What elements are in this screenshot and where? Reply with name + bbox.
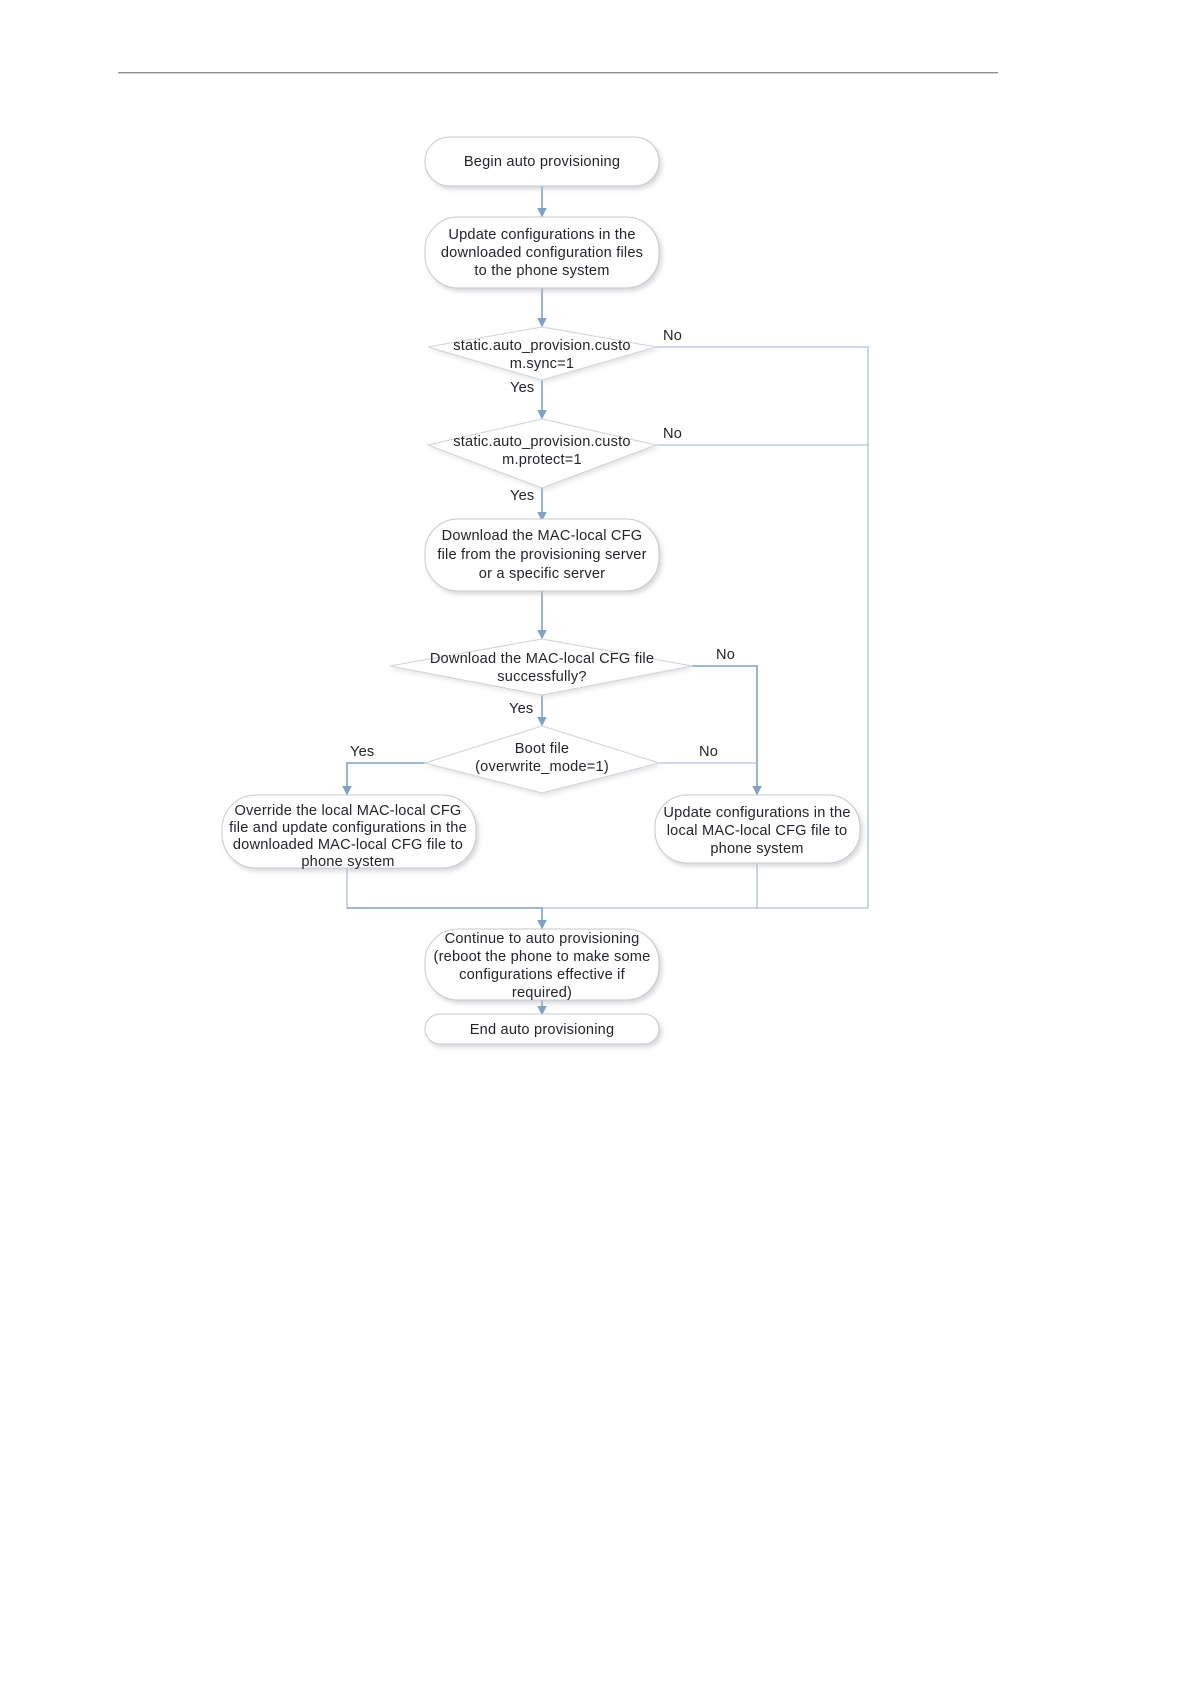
node-decision-sync-line1: static.auto_provision.custo <box>453 338 630 354</box>
node-update-local-cfg-line1: Update configurations in the <box>663 805 850 821</box>
node-end: End auto provisioning <box>424 1013 660 1045</box>
node-decision-sync-line2: m.sync=1 <box>510 356 574 372</box>
node-update-local-cfg: Update configurations in the local MAC-l… <box>654 794 861 864</box>
node-continue-provisioning-line2: (reboot the phone to make some <box>434 949 651 965</box>
header-divider <box>118 72 998 74</box>
node-update-configurations-shape <box>424 216 660 289</box>
edge-check-no <box>692 665 762 796</box>
node-override-local-cfg-shape <box>221 794 477 869</box>
node-begin: Begin auto provisioning <box>424 136 660 187</box>
connector-layer <box>342 186 869 1016</box>
node-decision-sync: static.auto_provision.custo m.sync=1 <box>427 326 657 381</box>
edge-label-protect-yes: Yes <box>510 488 534 504</box>
node-begin-line1: Begin auto provisioning <box>464 154 620 170</box>
node-continue-provisioning-shape <box>424 928 660 1001</box>
node-decision-boot-file: Boot file (overwrite_mode=1) <box>423 725 661 794</box>
edge-boot-yes <box>342 762 425 796</box>
node-continue-provisioning-line1: Continue to auto provisioning <box>445 931 640 947</box>
node-override-local-cfg-line3: downloaded MAC-local CFG file to <box>233 837 463 853</box>
edge-label-sync-yes: Yes <box>510 380 534 396</box>
node-decision-boot-file-line2: (overwrite_mode=1) <box>475 759 609 775</box>
node-end-shape <box>424 1013 660 1045</box>
edge-override-to-rail <box>346 868 868 909</box>
node-update-local-cfg-shape <box>654 794 861 864</box>
node-continue-provisioning-line3: configurations effective if <box>459 967 625 983</box>
node-override-local-cfg-line2: file and update configurations in the <box>229 820 467 836</box>
node-update-configurations-line3: to the phone system <box>474 263 609 279</box>
node-override-local-cfg-line1: Override the local MAC-local CFG <box>235 803 462 819</box>
node-decision-protect: static.auto_provision.custo m.protect=1 <box>426 418 658 489</box>
edge-label-download-yes: Yes <box>509 701 533 717</box>
node-update-configurations-line2: downloaded configuration files <box>441 245 643 261</box>
node-begin-shape <box>424 136 660 187</box>
node-update-configurations: Update configurations in the downloaded … <box>424 216 660 289</box>
node-update-local-cfg-line3: phone system <box>710 841 803 857</box>
node-continue-provisioning-line4: required) <box>512 985 572 1001</box>
node-decision-download-success-line2: successfully? <box>497 669 586 685</box>
edge-label-download-no: No <box>716 647 735 663</box>
edge-label-sync-no: No <box>663 328 682 344</box>
node-update-local-cfg-line2: local MAC-local CFG file to <box>667 823 848 839</box>
node-download-cfg-shape <box>424 518 660 592</box>
node-override-local-cfg: Override the local MAC-local CFG file an… <box>221 794 477 870</box>
node-download-cfg-line1: Download the MAC-local CFG <box>442 528 643 544</box>
node-decision-sync-shape <box>427 326 657 381</box>
node-update-configurations-line1: Update configurations in the <box>448 227 635 243</box>
node-download-cfg-line3: or a specific server <box>479 566 605 582</box>
node-decision-download-success: Download the MAC-local CFG file successf… <box>389 638 693 696</box>
node-download-cfg-line2: file from the provisioning server <box>437 547 646 563</box>
node-decision-download-success-shape <box>389 638 693 696</box>
node-download-cfg: Download the MAC-local CFG file from the… <box>424 518 660 592</box>
edge-sync-no <box>656 346 869 908</box>
edge-label-layer: No Yes No Yes No Yes Yes No <box>350 328 735 760</box>
node-decision-boot-file-shape <box>423 725 661 794</box>
node-override-local-cfg-line4: phone system <box>301 854 394 870</box>
edge-label-protect-no: No <box>663 426 682 442</box>
node-decision-download-success-line1: Download the MAC-local CFG file <box>430 651 654 667</box>
node-decision-protect-line2: m.protect=1 <box>502 452 582 468</box>
node-end-line1: End auto provisioning <box>470 1022 615 1038</box>
node-decision-boot-file-line1: Boot file <box>515 741 570 757</box>
edge-label-boot-yes: Yes <box>350 744 374 760</box>
edge-rail-to-continue <box>347 907 547 930</box>
node-decision-protect-shape <box>426 418 658 489</box>
edge-label-boot-no: No <box>699 744 718 760</box>
node-continue-provisioning: Continue to auto provisioning (reboot th… <box>424 928 660 1001</box>
node-decision-protect-line1: static.auto_provision.custo <box>453 434 630 450</box>
